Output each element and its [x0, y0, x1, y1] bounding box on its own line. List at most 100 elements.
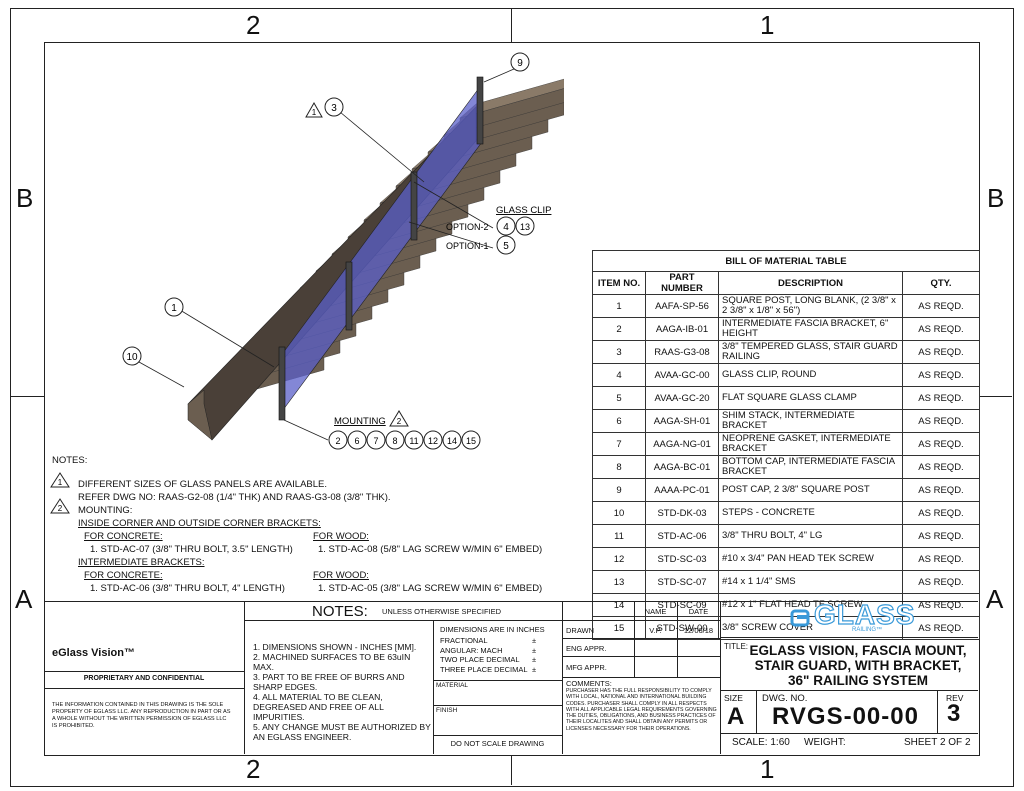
bom-qty: AS REQD. [902, 363, 980, 387]
bom-description: #12 x 1" FLAT HEAD TF SCREW [718, 593, 903, 617]
tolerance-symbol: ± [532, 636, 537, 645]
logo-subtext: RAILING™ [852, 627, 883, 633]
sheet-label: SHEET 2 OF 2 [904, 737, 971, 748]
bom-description: #14 x 1 1/4" SMS [718, 570, 903, 594]
mounting-callout-6: 6 [347, 430, 367, 450]
callout-13: 13 [515, 216, 535, 236]
note-concrete-2-item: 1. STD-AC-06 (3/8" THRU BOLT, 4" LENGTH) [90, 583, 285, 594]
callout-10: 10 [122, 346, 142, 366]
general-note: 2. MACHINED SURFACES TO BE 63uIN MAX. [253, 652, 411, 672]
bom-item-no: 12 [592, 547, 646, 571]
bom-part-number: AAAA-PC-01 [645, 478, 719, 502]
comments-text: PURCHASER HAS THE FULL RESPONSIBILITY TO… [566, 688, 717, 732]
drawn-date: 12/06/18 [683, 626, 714, 635]
bom-part-number: STD-SC-03 [645, 547, 719, 571]
bom-description: 3/8" SCREW COVER [718, 616, 903, 640]
note-line-4: INSIDE CORNER AND OUTSIDE CORNER BRACKET… [78, 518, 321, 529]
title-line: 36" RAILING SYSTEM [788, 673, 928, 688]
tolerance-label: TWO PLACE DECIMAL [440, 655, 520, 664]
railing-post [345, 261, 353, 331]
zone-top-2: 2 [246, 10, 261, 40]
svg-text:10: 10 [126, 352, 138, 363]
zone-right-b: B [987, 183, 1005, 213]
bom-part-number: AAFA-SP-56 [645, 294, 719, 318]
zone-bottom-1: 1 [760, 754, 775, 784]
bom-qty: AS REQD. [902, 524, 980, 548]
zone-left-a: A [15, 584, 33, 614]
note-flag-1: 1 [50, 472, 70, 488]
bom-title: BILL OF MATERIAL TABLE [592, 250, 980, 272]
callout-4: 4 [496, 216, 516, 236]
tolerance-label: THREE PLACE DECIMAL [440, 664, 528, 674]
mounting-callout-2: 2 [328, 430, 348, 450]
bom-header-item: ITEM NO. [592, 271, 646, 295]
dwg-no-label: DWG. NO. [762, 693, 808, 704]
zone-right-a: A [986, 584, 1004, 614]
name-header: NAME [644, 607, 667, 616]
bom-item-no: 11 [592, 524, 646, 548]
callout-1: 1 [164, 297, 184, 317]
title-line: STAIR GUARD, WITH BRACKET, [754, 658, 962, 673]
mounting-callout-14: 14 [442, 430, 462, 450]
svg-text:9: 9 [517, 58, 523, 69]
option-1-label: OPTION-1 [446, 241, 489, 251]
glass-railing [278, 76, 484, 421]
tolerance-list: FRACTIONAL±ANGULAR: MACH±TWO PLACE DECIM… [440, 636, 558, 674]
bom-table: BILL OF MATERIAL TABLE ITEM NO. PART NUM… [592, 250, 980, 640]
note-concrete-1-item: 1. STD-AC-07 (3/8" THRU BOLT, 3.5" LENGT… [90, 544, 293, 555]
svg-text:13: 13 [520, 222, 530, 232]
rev-value: 3 [947, 700, 961, 727]
disclaimer: THE INFORMATION CONTAINED IN THIS DRAWIN… [52, 702, 231, 729]
material-label: MATERIAL [436, 682, 469, 689]
bom-description: 3/8" THRU BOLT, 4" LG [718, 524, 903, 548]
bom-description: POST CAP, 2 3/8" SQUARE POST [718, 478, 903, 502]
logo-text: GLASS [813, 598, 916, 630]
bom-qty: AS REQD. [902, 455, 980, 479]
zone-divider-left [10, 396, 44, 397]
bom-qty: AS REQD. [902, 547, 980, 571]
railing-post [278, 346, 286, 421]
bom-description: STEPS - CONCRETE [718, 501, 903, 525]
company-name: eGlass Vision™ [52, 647, 135, 659]
notes-block: NOTES: [52, 455, 592, 467]
option-2-label: OPTION-2 [446, 222, 489, 232]
proprietary-label: PROPRIETARY AND CONFIDENTIAL [83, 675, 205, 682]
zone-divider-top [511, 8, 512, 42]
eng-appr-label: ENG APPR. [566, 644, 607, 653]
svg-text:2: 2 [58, 504, 63, 513]
tolerance-label: FRACTIONAL [440, 636, 488, 645]
svg-text:1: 1 [312, 108, 317, 117]
note-line-3: MOUNTING: [78, 505, 133, 516]
do-not-scale: DO NOT SCALE DRAWING [450, 739, 545, 748]
callout-3: 1 3 [305, 97, 344, 118]
mounting-callout-7: 7 [366, 430, 386, 450]
bom-part-number: AAGA-NG-01 [645, 432, 719, 456]
bom-header-description: DESCRIPTION [718, 271, 903, 295]
bom-qty: AS REQD. [902, 501, 980, 525]
callout-9: 9 [510, 52, 530, 72]
bom-qty: AS REQD. [902, 340, 980, 364]
bom-item-no: 2 [592, 317, 646, 341]
bom-qty: AS REQD. [902, 478, 980, 502]
bom-qty: AS REQD. [902, 386, 980, 410]
bom-description: INTERMEDIATE FASCIA BRACKET, 6" HEIGHT [718, 317, 903, 341]
note-wood-1-item: 1. STD-AC-08 (5/8" LAG SCREW W/MIN 6" EM… [318, 544, 543, 555]
bom-part-number: AVAA-GC-00 [645, 363, 719, 387]
dims-label: DIMENSIONS ARE IN INCHES [440, 625, 545, 634]
note-flag-2: 2 [50, 498, 70, 514]
tolerance-symbol: ± [532, 645, 537, 655]
bom-description: NEOPRENE GASKET, INTERMEDIATE BRACKET [718, 432, 903, 456]
tb-notes-label: NOTES: [312, 603, 368, 620]
mounting-flag: 2 [389, 410, 409, 427]
bom-part-number: AAGA-SH-01 [645, 409, 719, 433]
railing-post [476, 76, 484, 145]
drawn-name: V.P. [649, 626, 662, 635]
stair-base [187, 389, 213, 441]
bom-qty: AS REQD. [902, 294, 980, 318]
